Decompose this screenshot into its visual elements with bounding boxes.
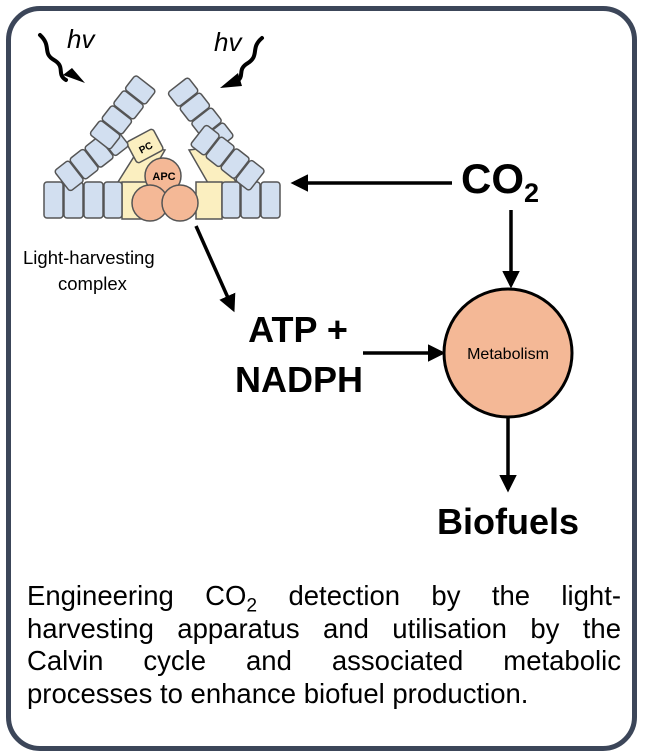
metabolism-label: Metabolism <box>467 346 549 363</box>
arrow-complex-to-atp <box>194 225 236 313</box>
light-harvesting-complex: PC APC <box>43 75 281 222</box>
nadph-label: NADPH <box>235 359 363 400</box>
metabolism-node <box>442 287 574 419</box>
atp-label: ATP + <box>248 309 348 350</box>
caption: Engineering CO2 detection by the light-h… <box>27 580 621 709</box>
co2-label: CO2 <box>461 155 539 208</box>
rod-right-outer <box>190 124 265 191</box>
base-rod-right <box>221 181 281 219</box>
rod-left-inner <box>89 75 156 150</box>
base-rod-left <box>43 181 123 219</box>
pc-base-right <box>195 181 223 220</box>
pc-box <box>126 128 164 164</box>
light-left-icon <box>38 33 85 83</box>
light-left-label: hv <box>67 24 96 54</box>
light-right-label: hv <box>214 27 243 57</box>
complex-label-line1: Light-harvesting <box>23 247 155 268</box>
apc-label: APC <box>152 171 175 183</box>
complex-label-line2: complex <box>58 273 128 294</box>
apc-circle-right <box>161 184 199 222</box>
light-right-icon <box>220 36 264 88</box>
biofuels-label: Biofuels <box>437 501 579 542</box>
